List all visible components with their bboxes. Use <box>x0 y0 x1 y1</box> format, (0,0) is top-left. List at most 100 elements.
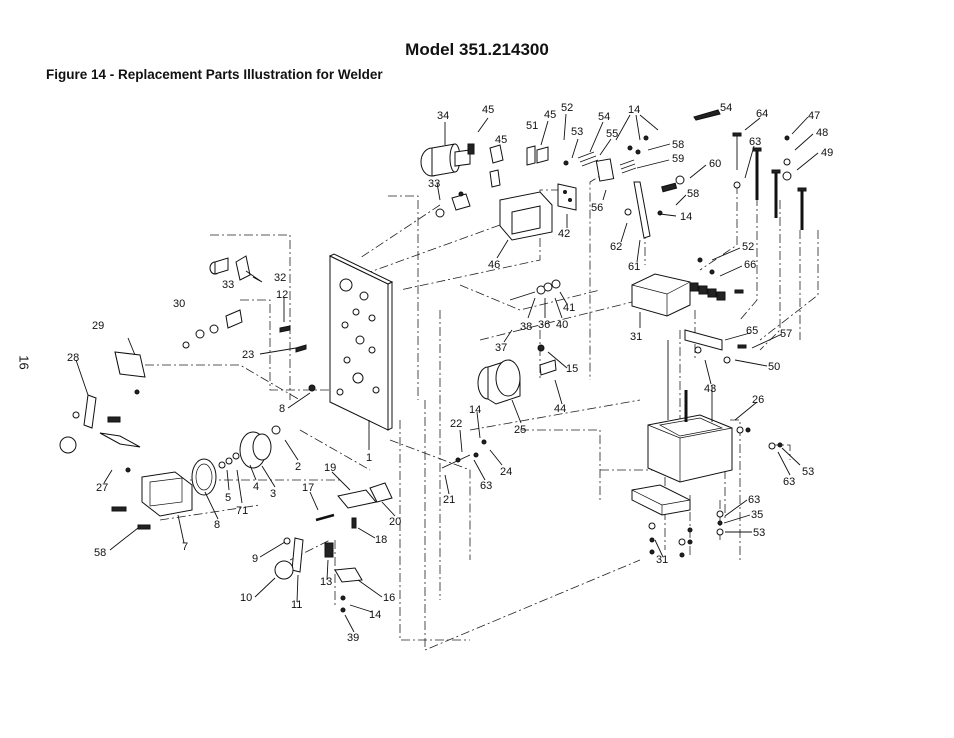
callout-31: 31 <box>656 554 668 566</box>
callout-59: 59 <box>672 153 684 165</box>
callout-65: 65 <box>746 325 758 337</box>
callout-45: 45 <box>482 104 494 116</box>
callout-38: 38 <box>520 321 532 333</box>
callout-26: 26 <box>752 394 764 406</box>
callout-54: 54 <box>598 111 610 123</box>
callout-13: 13 <box>320 576 332 588</box>
callout-48: 48 <box>816 127 828 139</box>
upper-left-controls <box>182 255 316 392</box>
callout-63: 63 <box>749 136 761 148</box>
callout-28: 28 <box>67 352 79 364</box>
callout-64: 64 <box>756 108 768 120</box>
callout-56: 56 <box>591 202 603 214</box>
callout-10: 10 <box>240 592 252 604</box>
assembly-lines <box>145 169 819 651</box>
callout-37: 37 <box>495 342 507 354</box>
callout-33: 33 <box>222 279 234 291</box>
callout-23: 23 <box>242 349 254 361</box>
callout-32: 32 <box>274 272 286 284</box>
callout-46: 46 <box>488 259 500 271</box>
callout-63: 63 <box>480 480 492 492</box>
callout-27: 27 <box>96 482 108 494</box>
callout-14: 14 <box>469 404 481 416</box>
callout-19: 19 <box>324 462 336 474</box>
callout-58: 58 <box>687 188 699 200</box>
callout-14: 14 <box>369 609 381 621</box>
callout-24: 24 <box>500 466 512 478</box>
callout-53: 53 <box>571 126 583 138</box>
callout-2: 2 <box>295 461 301 473</box>
callout-57: 57 <box>780 328 792 340</box>
rheostat-assembly <box>420 143 504 218</box>
callout-42: 42 <box>558 228 570 240</box>
callout-7: 7 <box>182 541 188 553</box>
callout-63: 63 <box>748 494 760 506</box>
callout-14: 14 <box>680 211 692 223</box>
callout-20: 20 <box>389 516 401 528</box>
switch-components <box>526 109 721 239</box>
terminal-box-upper <box>631 257 744 317</box>
fan-motor <box>441 279 561 469</box>
callout-47: 47 <box>808 110 820 122</box>
callout-61: 61 <box>628 261 640 273</box>
callout-30: 30 <box>173 298 185 310</box>
callout-53: 53 <box>802 466 814 478</box>
callout-52: 52 <box>742 241 754 253</box>
callout-58: 58 <box>672 139 684 151</box>
callout-50: 50 <box>768 361 780 373</box>
callout-43: 43 <box>704 383 716 395</box>
callout-45: 45 <box>544 109 556 121</box>
callout-17: 17 <box>302 482 314 494</box>
callout-66: 66 <box>744 259 756 271</box>
callout-71: 71 <box>236 505 248 517</box>
callout-51: 51 <box>526 120 538 132</box>
callout-16: 16 <box>383 592 395 604</box>
callout-8: 8 <box>279 403 285 415</box>
callout-8: 8 <box>214 519 220 531</box>
callout-63: 63 <box>783 476 795 488</box>
figure-caption: Figure 14 - Replacement Parts Illustrati… <box>46 67 383 82</box>
callout-58: 58 <box>94 547 106 559</box>
callout-45: 45 <box>495 134 507 146</box>
callout-35: 35 <box>751 509 763 521</box>
callout-44: 44 <box>554 403 566 415</box>
callout-40: 40 <box>556 319 568 331</box>
callout-3: 3 <box>270 488 276 500</box>
callout-33: 33 <box>428 178 440 190</box>
callout-54: 54 <box>720 102 732 114</box>
callout-14: 14 <box>628 104 640 116</box>
callout-29: 29 <box>92 320 104 332</box>
callout-62: 62 <box>610 241 622 253</box>
callout-4: 4 <box>253 481 259 493</box>
callout-9: 9 <box>252 553 258 565</box>
callout-1: 1 <box>366 452 372 464</box>
long-screws <box>732 132 807 230</box>
part-callouts: 34 45 45 45 52 51 53 54 55 14 54 58 59 6… <box>67 102 833 644</box>
leader-arrows <box>75 113 819 633</box>
lower-handle <box>274 482 393 613</box>
callout-5: 5 <box>225 492 231 504</box>
callout-34: 34 <box>437 110 449 122</box>
model-title: Model 351.214300 <box>405 40 549 59</box>
base-bracket <box>631 484 724 558</box>
callout-36: 36 <box>538 319 550 331</box>
callout-39: 39 <box>347 632 359 644</box>
selector-handle <box>59 351 146 473</box>
callout-53: 53 <box>753 527 765 539</box>
callout-11: 11 <box>291 599 302 611</box>
callout-18: 18 <box>375 534 387 546</box>
callout-12: 12 <box>276 289 288 301</box>
transformer <box>647 329 783 483</box>
main-panel <box>328 253 394 431</box>
front-switch-assembly <box>111 425 281 530</box>
callout-22: 22 <box>450 418 462 430</box>
callout-52: 52 <box>561 102 573 114</box>
callout-25: 25 <box>514 424 526 436</box>
terminal-strip <box>689 282 726 301</box>
callout-41: 41 <box>563 302 575 314</box>
callout-21: 21 <box>443 494 455 506</box>
switch-bracket <box>499 183 577 241</box>
callout-31: 31 <box>630 331 642 343</box>
